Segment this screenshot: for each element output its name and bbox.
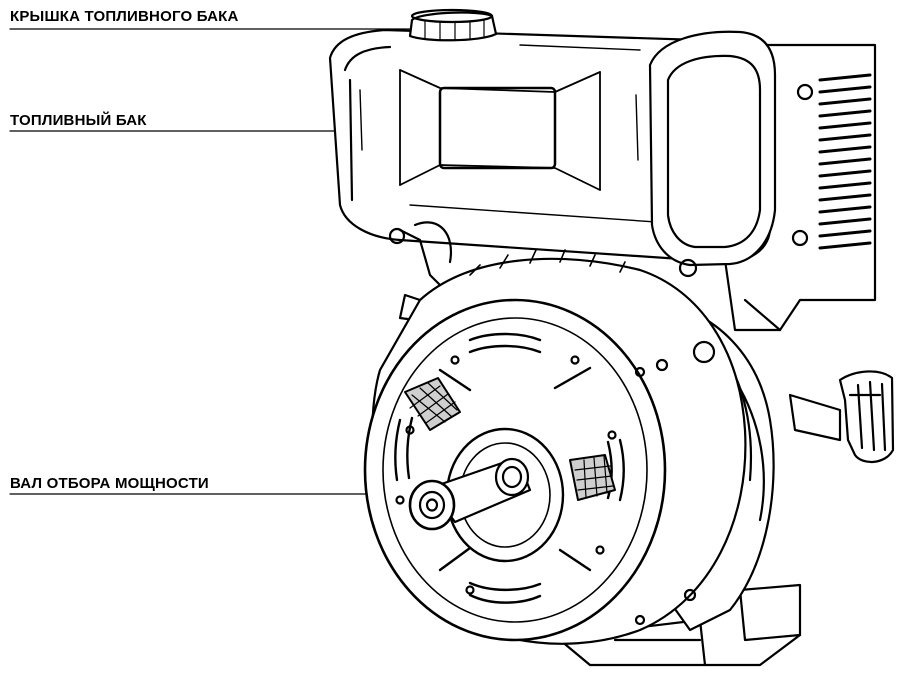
fuel-tank-label: ТОПЛИВНЫЙ БАК (10, 112, 147, 129)
fuel-cap (408, 8, 498, 42)
fuel-tank-strap (648, 30, 777, 278)
cover-grille-right (569, 454, 616, 501)
pto-shaft-label: ВАЛ ОТБОРА МОЩНОСТИ (10, 475, 209, 492)
pto-shaft (408, 427, 565, 563)
starter-handle (788, 370, 895, 463)
fuel-line-bracket (388, 221, 453, 322)
cover-grille-left (404, 377, 461, 431)
cooling-fins (818, 73, 872, 250)
fuel-cap-label: КРЫШКА ТОПЛИВНОГО БАКА (10, 8, 239, 25)
callout-leader-lines (9, 28, 426, 495)
